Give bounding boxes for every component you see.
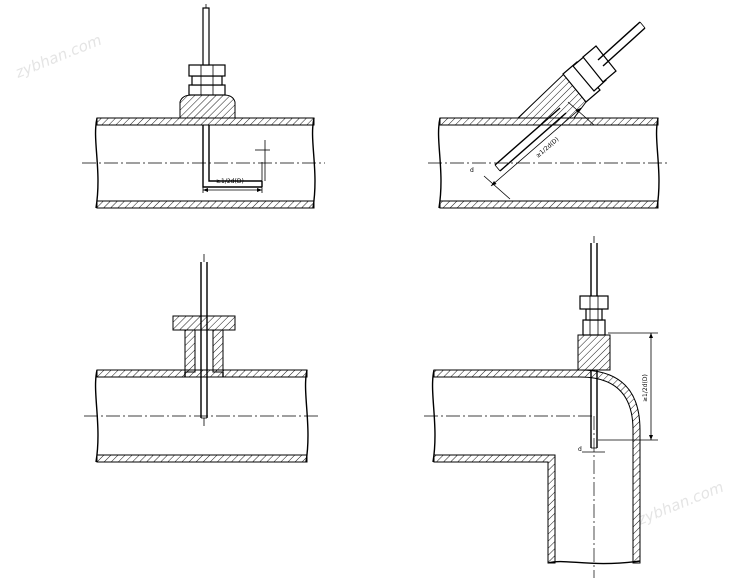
elbow-inner-wall	[433, 454, 556, 564]
upper-nut	[191, 75, 223, 86]
pipe-break-left	[437, 117, 442, 209]
dimension-label-2: ≥1/2d(D)	[535, 136, 561, 160]
angled-probe-stem	[597, 21, 641, 61]
pipe-break-left	[94, 117, 99, 209]
dimension-label-d-1: d	[470, 167, 474, 174]
pipe-wall-top	[439, 117, 659, 126]
pipe-break-right	[655, 117, 660, 209]
watermark-bottom-right: zybhan.com	[634, 478, 726, 529]
elbow-mid-nut	[585, 308, 603, 321]
angled-probe-inner	[499, 112, 567, 172]
pipe-break-bottom	[547, 560, 641, 565]
pipe-wall-bottom	[96, 200, 315, 209]
elbow-compression-fitting	[579, 295, 609, 310]
angled-probe-outer	[494, 107, 561, 166]
pipe-break-left	[431, 369, 436, 463]
compression-fitting	[188, 64, 226, 77]
pipe-break-left	[94, 369, 99, 463]
angled-compression-fitting	[582, 45, 617, 83]
elbow-boss	[577, 334, 611, 371]
socket-neck-right	[212, 329, 224, 373]
socket-neck-left	[184, 329, 196, 373]
flange	[172, 315, 236, 331]
pipe-wall-top	[96, 117, 315, 126]
pipe-wall-bottom	[96, 454, 308, 463]
dimension-label-3: ≥1/2d(D)	[642, 374, 649, 402]
elbow-lower-nut	[582, 319, 606, 336]
panel-angled-insertion: ≥1/2d(D) d	[428, 21, 668, 209]
panel-flanged-insertion	[84, 254, 318, 463]
panel-vertical-bent-probe: ≥1/2d(D)	[82, 4, 325, 209]
weld-boss	[179, 94, 236, 119]
pipe-wall-top	[96, 369, 308, 378]
elbow-outer-wall	[433, 369, 641, 564]
dimension-label-1: ≥1/2d(D)	[216, 178, 244, 185]
panel-elbow-insertion: ≥1/2d(D) d	[424, 236, 658, 578]
dimension-label-d-2: d	[578, 446, 582, 453]
watermark-top-left: zybhan.com	[12, 31, 104, 82]
bent-probe-inner	[208, 125, 262, 182]
pipe-break-right	[304, 369, 309, 463]
pipe-wall-bottom	[439, 200, 659, 209]
probe-stem	[202, 7, 210, 66]
pipe-break-right	[311, 117, 316, 209]
lower-nut	[188, 84, 226, 96]
